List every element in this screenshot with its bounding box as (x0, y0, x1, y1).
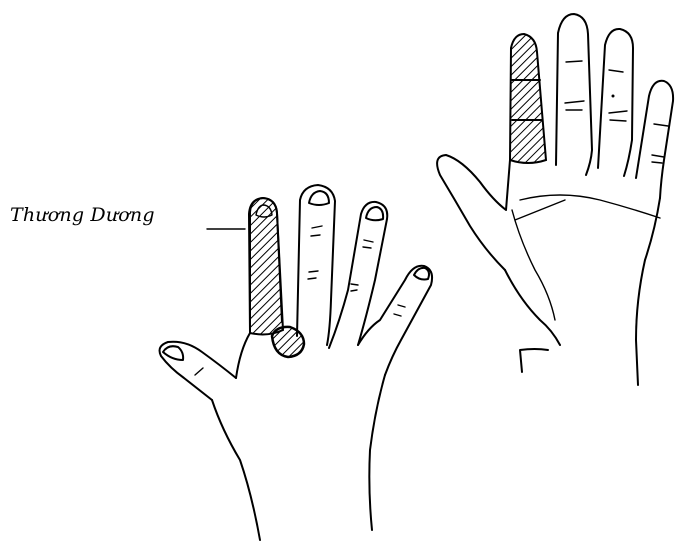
ring-finger (329, 202, 387, 348)
little-finger (358, 266, 432, 375)
ring-knuckle-creases (363, 240, 373, 248)
knuckle-shading (272, 327, 304, 357)
annotation-label: Thương Dương (10, 204, 155, 226)
right-hand (437, 14, 673, 385)
palm-life-line (512, 210, 555, 320)
left-wrist-outline (369, 375, 385, 530)
palm-little-finger (636, 81, 673, 198)
little-creases (394, 305, 405, 316)
palm-wrist-left (520, 349, 548, 372)
ring-nail (366, 207, 383, 220)
ring-joint-creases (351, 284, 358, 291)
thumb-nail (163, 346, 183, 360)
palm-ring-dot (612, 95, 615, 98)
palm-heart-line (520, 195, 660, 218)
little-nail (414, 268, 429, 280)
middle-knuckle-creases (311, 226, 322, 236)
middle-finger (297, 185, 335, 345)
palm-head-line (515, 200, 565, 220)
thumb-crease (195, 368, 203, 375)
middle-joint-creases (308, 271, 318, 279)
palm-thumb (437, 155, 510, 270)
left-hand (160, 185, 433, 540)
palm-middle-finger (556, 14, 592, 175)
palm-wrist-right (636, 198, 660, 385)
thumb (160, 342, 236, 400)
palm-index-finger-shading (510, 34, 546, 163)
middle-nail (309, 191, 329, 205)
palm-ring-finger (598, 29, 633, 176)
palm-middle-creases (565, 61, 584, 110)
